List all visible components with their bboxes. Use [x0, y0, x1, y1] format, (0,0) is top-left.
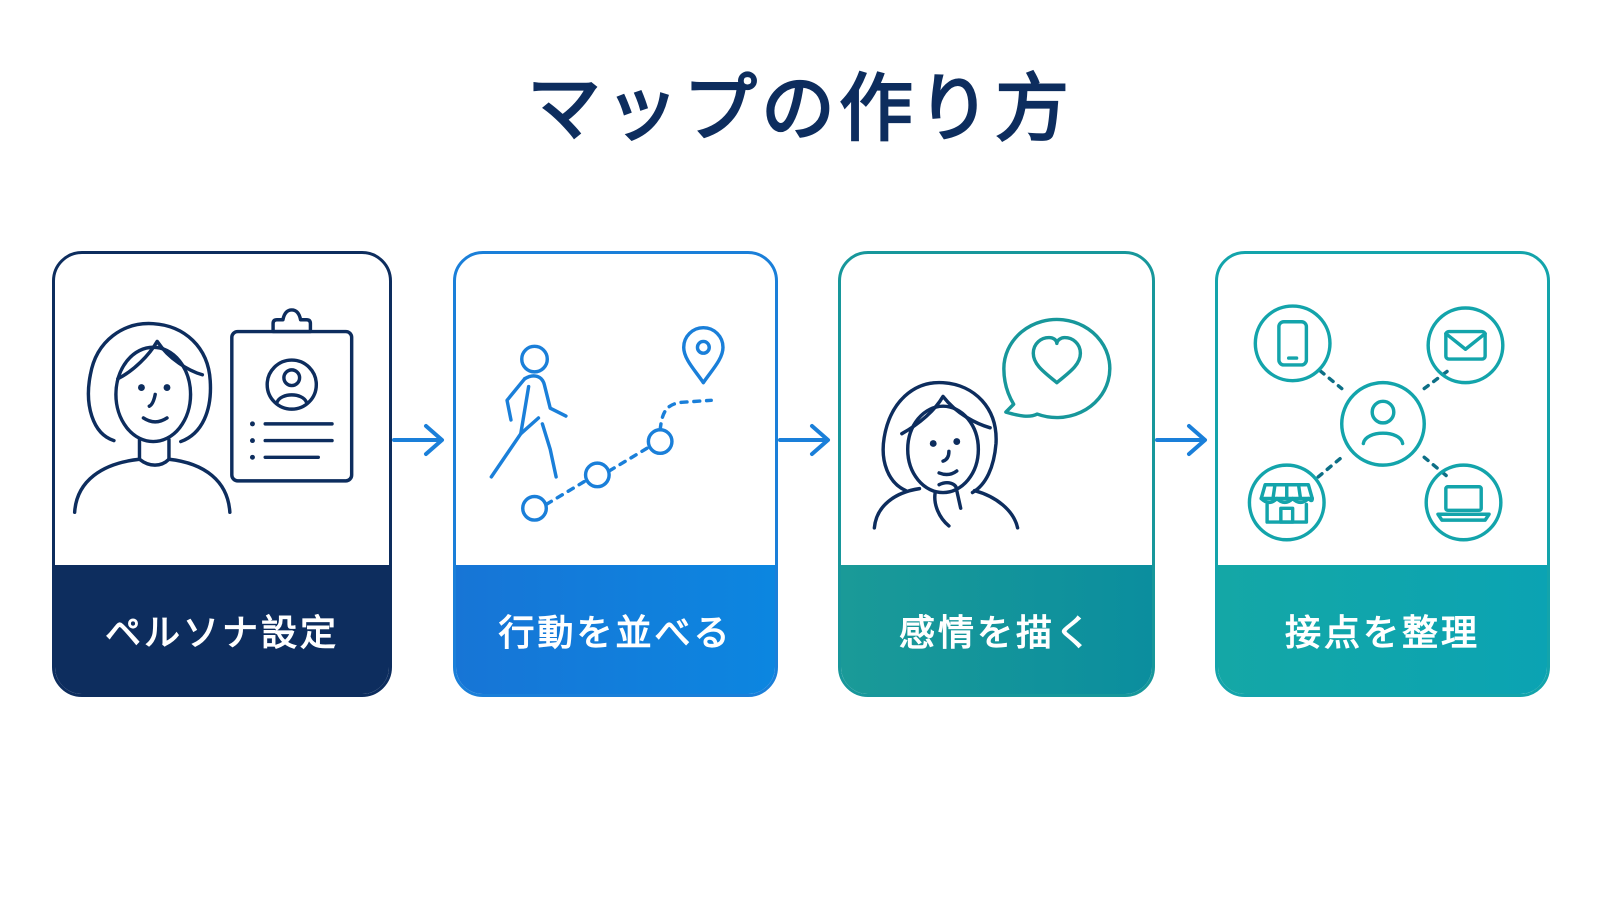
step-illustration — [456, 254, 775, 581]
mail-icon — [1426, 306, 1505, 385]
step-card-actions: 行動を並べる — [453, 251, 778, 697]
step-label: 接点を整理 — [1218, 565, 1547, 694]
profile-clipboard-icon — [230, 308, 354, 483]
store-icon — [1247, 463, 1326, 542]
step-illustration — [841, 254, 1152, 581]
arrow-right-icon — [392, 420, 448, 460]
location-pin-icon — [681, 326, 725, 385]
step-label: 行動を並べる — [456, 565, 775, 694]
step-card-emotions: 感情を描く — [838, 251, 1155, 697]
step-illustration — [55, 254, 389, 581]
woman-icon — [72, 321, 232, 515]
step-label: 感情を描く — [841, 565, 1152, 694]
page-title: マップの作り方 — [527, 66, 1073, 152]
user-icon — [1340, 380, 1426, 467]
arrow-right-icon — [1155, 420, 1211, 460]
arrow-right-icon — [778, 420, 834, 460]
step-label: ペルソナ設定 — [55, 565, 389, 694]
route-dots-icon — [521, 398, 713, 522]
heart-speech-bubble-icon — [1002, 317, 1112, 420]
laptop-icon — [1424, 463, 1503, 542]
step-card-touchpoints: 接点を整理 — [1215, 251, 1550, 697]
walking-person-icon — [489, 344, 568, 479]
thinking-woman-icon — [872, 380, 1020, 530]
smartphone-icon — [1253, 304, 1332, 383]
step-illustration — [1218, 254, 1547, 581]
step-card-persona: ペルソナ設定 — [52, 251, 392, 697]
